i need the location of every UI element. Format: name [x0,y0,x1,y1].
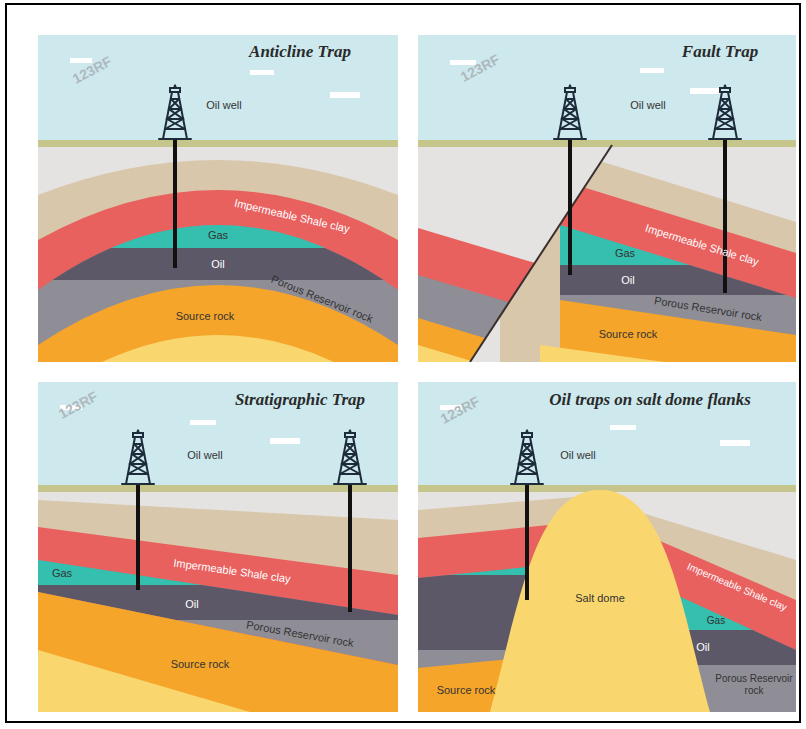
layer-label: Oil [211,258,224,271]
layer-label: Oil [696,641,709,654]
well-label: Oil well [630,99,665,112]
well-label: Oil well [206,99,241,112]
layer-label: Source rock [599,328,658,341]
layer-label: Gas [707,615,725,627]
layer-label: Source rock [171,658,230,671]
layer-label: Source rock [437,684,496,697]
layer-label: Gas [615,247,635,260]
trap-title: Fault Trap [682,42,758,62]
trap-title: Stratigraphic Trap [235,390,365,410]
well-label: Oil well [560,449,595,462]
layer-label: Oil [621,274,634,287]
layer-label: Porous Reservoir rock [714,673,794,696]
well-label: Oil well [187,449,222,462]
layer-label: Gas [208,229,228,242]
layer-label: Oil [185,598,198,611]
trap-title: Anticline Trap [249,42,351,62]
layer-label: Gas [52,567,72,580]
layer-label: Source rock [176,310,235,323]
trap-title: Oil traps on salt dome flanks [549,390,751,410]
layer-label: Salt dome [575,592,625,605]
